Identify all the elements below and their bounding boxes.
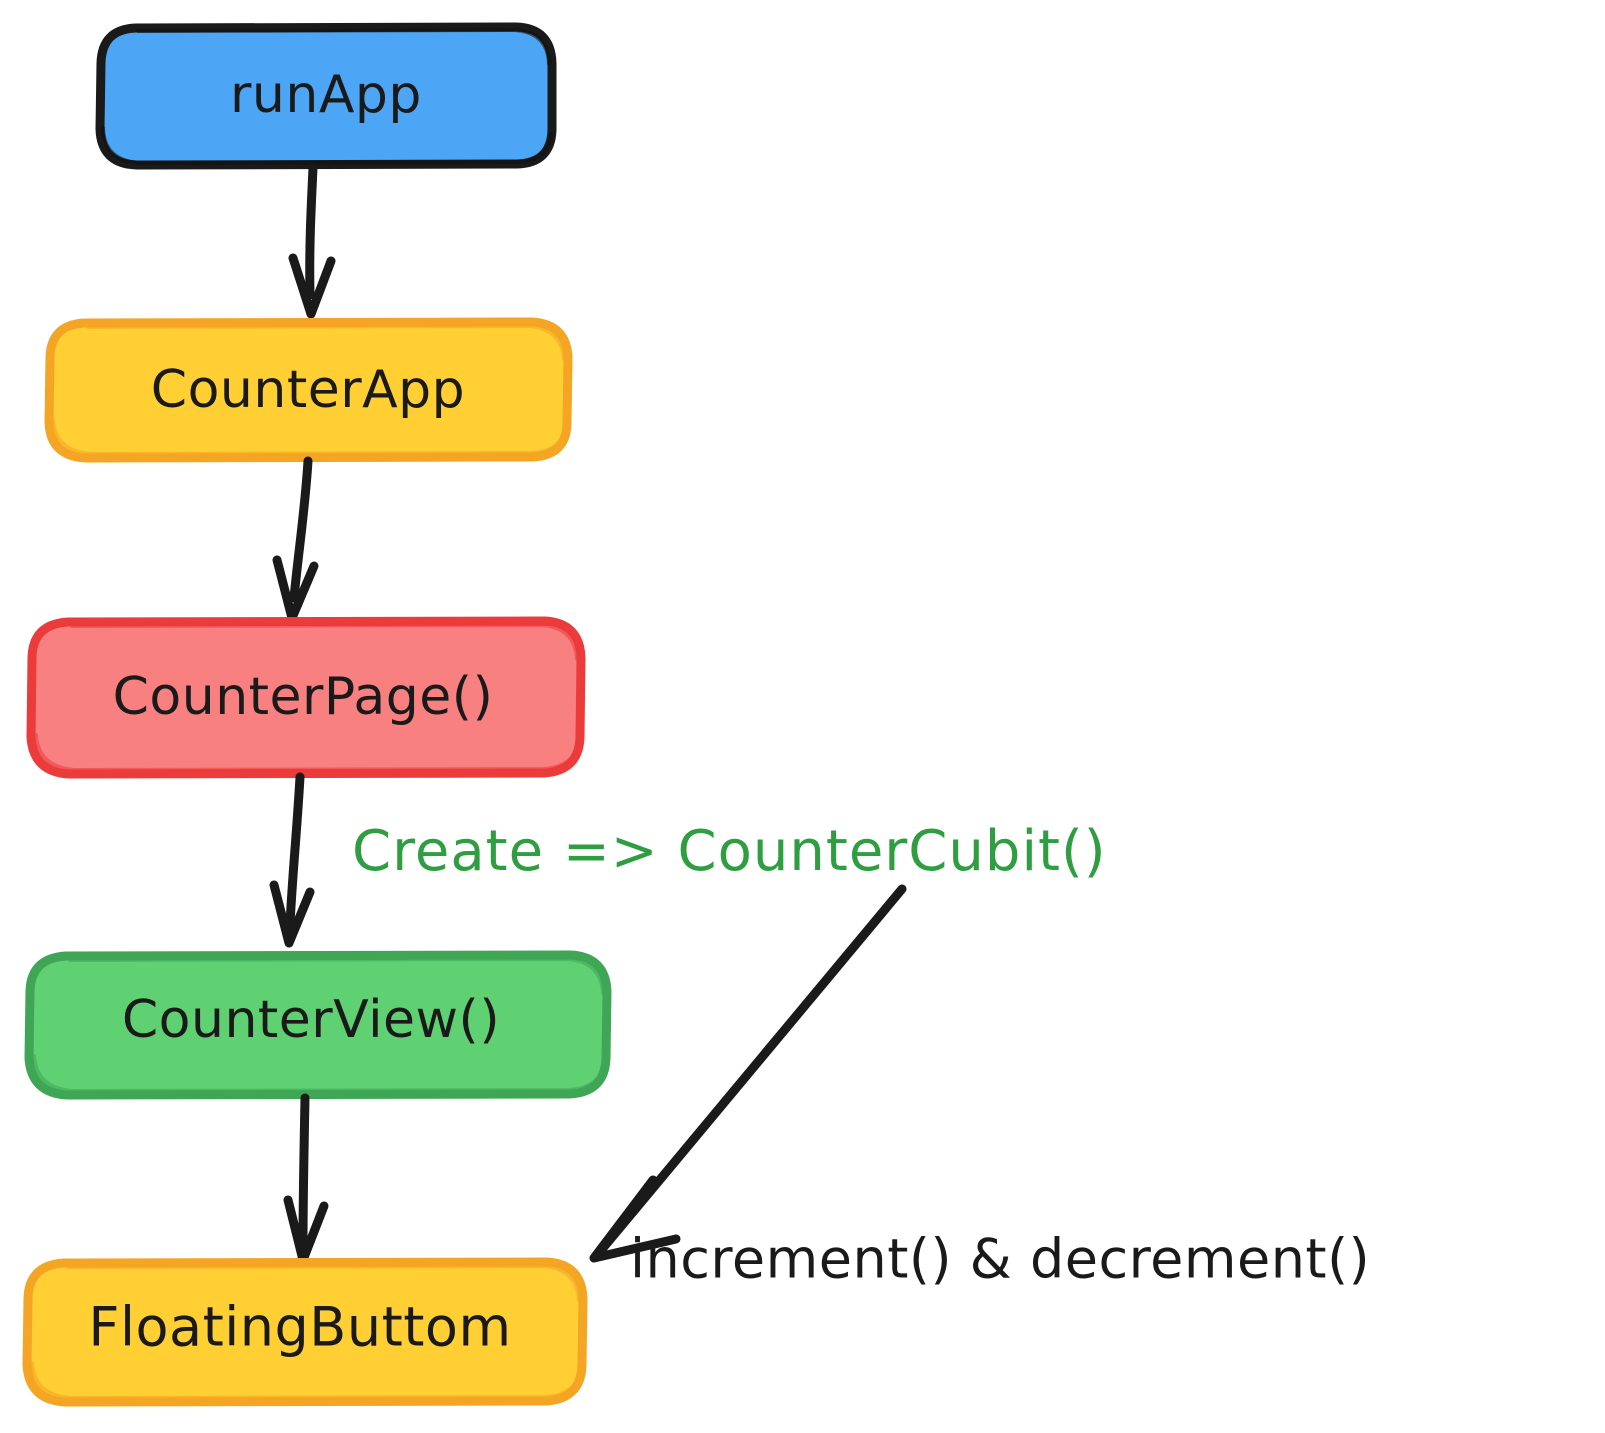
node-floating-buttom-shape (22, 1257, 588, 1407)
node-counter-page-sketch-overlay (34, 623, 580, 772)
node-floating-buttom[interactable]: FloatingButtom (22, 1257, 588, 1407)
node-counter-app[interactable]: CounterApp (44, 317, 573, 463)
node-floating-buttom-label: FloatingButtom (88, 1296, 511, 1359)
node-counter-app-shape (44, 317, 573, 463)
node-counter-app-sketch-overlay (51, 324, 567, 456)
arrow-cubit-to-floatingbuttom (589, 884, 907, 1263)
arrow-counterpage-to-counterview (269, 772, 315, 948)
node-run-app[interactable]: runApp (95, 22, 557, 170)
annotation-increment-decrement: increment() & decrement() (630, 1228, 1370, 1291)
node-counter-page-label: CounterPage() (113, 667, 494, 727)
annotation-create-cubit: Create => CounterCubit() (352, 819, 1107, 884)
node-run-app-sketch-overlay (101, 28, 553, 165)
node-counter-app-label: CounterApp (151, 360, 465, 420)
node-floating-buttom-sketch-overlay (30, 1264, 582, 1400)
node-counter-view[interactable]: CounterView() (24, 950, 612, 1100)
arrow-counterapp-to-counterpage (272, 456, 319, 623)
node-counter-view-sketch-overlay (32, 957, 606, 1093)
arrow-counterview-to-floatingbuttom (283, 1093, 329, 1265)
node-counter-page-shape (26, 616, 586, 779)
node-counter-view-label: CounterView() (122, 990, 500, 1050)
arrow-runapp-to-counterapp (288, 163, 336, 319)
node-counter-page[interactable]: CounterPage() (26, 616, 586, 779)
node-counter-view-shape (24, 950, 612, 1100)
node-run-app-label: runApp (230, 65, 422, 125)
